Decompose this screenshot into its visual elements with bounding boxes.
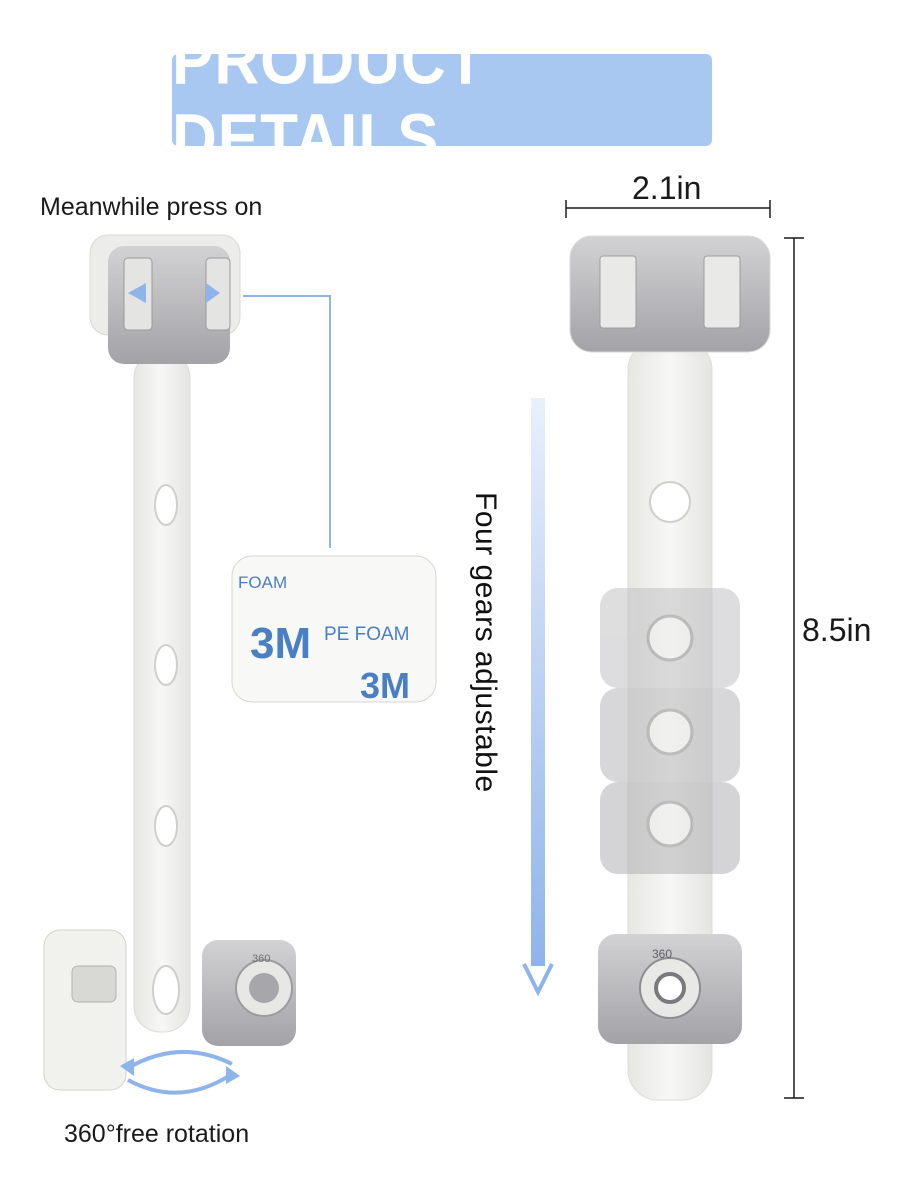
dial-marking: 360 xyxy=(652,947,672,961)
strap-hole xyxy=(649,481,691,523)
callout-line xyxy=(243,295,331,548)
rotation-dial: 360 xyxy=(202,940,296,1046)
left-strap-lock xyxy=(89,234,241,1033)
length-label: 8.5in xyxy=(802,612,872,648)
base-mount xyxy=(43,929,127,1091)
gear-positions xyxy=(600,588,740,874)
page-title: PRODUCT DETAILS xyxy=(172,23,486,177)
rotation-arrow-icon xyxy=(120,1049,240,1095)
strap-hole xyxy=(154,805,178,847)
header-banner: PRODUCT DETAILS xyxy=(172,23,712,177)
rotation-caption: 360°free rotation xyxy=(64,1120,250,1148)
pad-material-text: PE FOAM xyxy=(324,624,410,645)
press-arrow-icon xyxy=(206,283,220,303)
strap-hole xyxy=(152,965,180,1015)
strap-hole xyxy=(154,644,178,686)
width-label: 2.1in xyxy=(632,170,702,206)
pad-foam-text: FOAM xyxy=(238,573,287,592)
adjust-arrow-icon xyxy=(522,398,554,997)
right-strap-lock: 360 xyxy=(565,200,804,1101)
brand-3m-logo: 3M xyxy=(360,665,410,706)
adhesive-pad: FOAM 3M PE FOAM 3M xyxy=(231,555,437,706)
press-arrow-icon xyxy=(128,283,146,303)
adjust-caption: Four gears adjustable xyxy=(469,492,502,793)
strap-hole xyxy=(154,484,178,526)
press-caption: Meanwhile press on xyxy=(40,193,263,221)
dial-marking: 360 xyxy=(252,953,270,965)
brand-3m-logo: 3M xyxy=(250,619,311,668)
